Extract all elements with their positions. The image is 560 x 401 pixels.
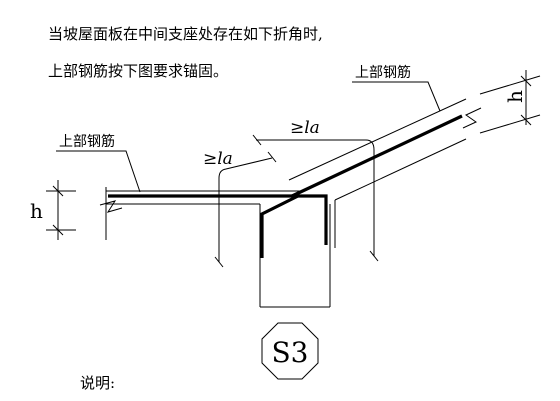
right-anchor-rebar	[260, 193, 301, 258]
leader-lines	[56, 81, 441, 193]
s3-symbol-text: S3	[272, 336, 309, 369]
left-slab-outline	[99, 187, 300, 240]
h-label-left: h	[30, 199, 43, 223]
dimension-left-la	[214, 151, 277, 268]
support-column	[259, 204, 331, 308]
h-label-right: h	[503, 90, 527, 103]
top-rebar-label-left: 上部钢筋	[59, 133, 115, 150]
dimension-right-h	[479, 70, 541, 134]
left-top-rebar	[108, 194, 328, 245]
right-top-rebar	[291, 114, 463, 198]
note-line-2: 上部钢筋按下图要求锚固。	[48, 62, 229, 80]
anchor-label-left: ≥la	[203, 149, 233, 169]
right-slab-outline	[288, 98, 482, 248]
note-line-1: 当坡屋面板在中间支座处存在如下折角时,	[48, 25, 323, 43]
s3-octagon	[261, 322, 319, 380]
top-rebar-label-right: 上部钢筋	[355, 64, 411, 81]
anchor-label-right: ≥la	[290, 118, 320, 138]
dimension-right-la	[252, 134, 379, 262]
dimension-left-h	[46, 180, 76, 240]
explanation-heading: 说明:	[80, 374, 116, 392]
